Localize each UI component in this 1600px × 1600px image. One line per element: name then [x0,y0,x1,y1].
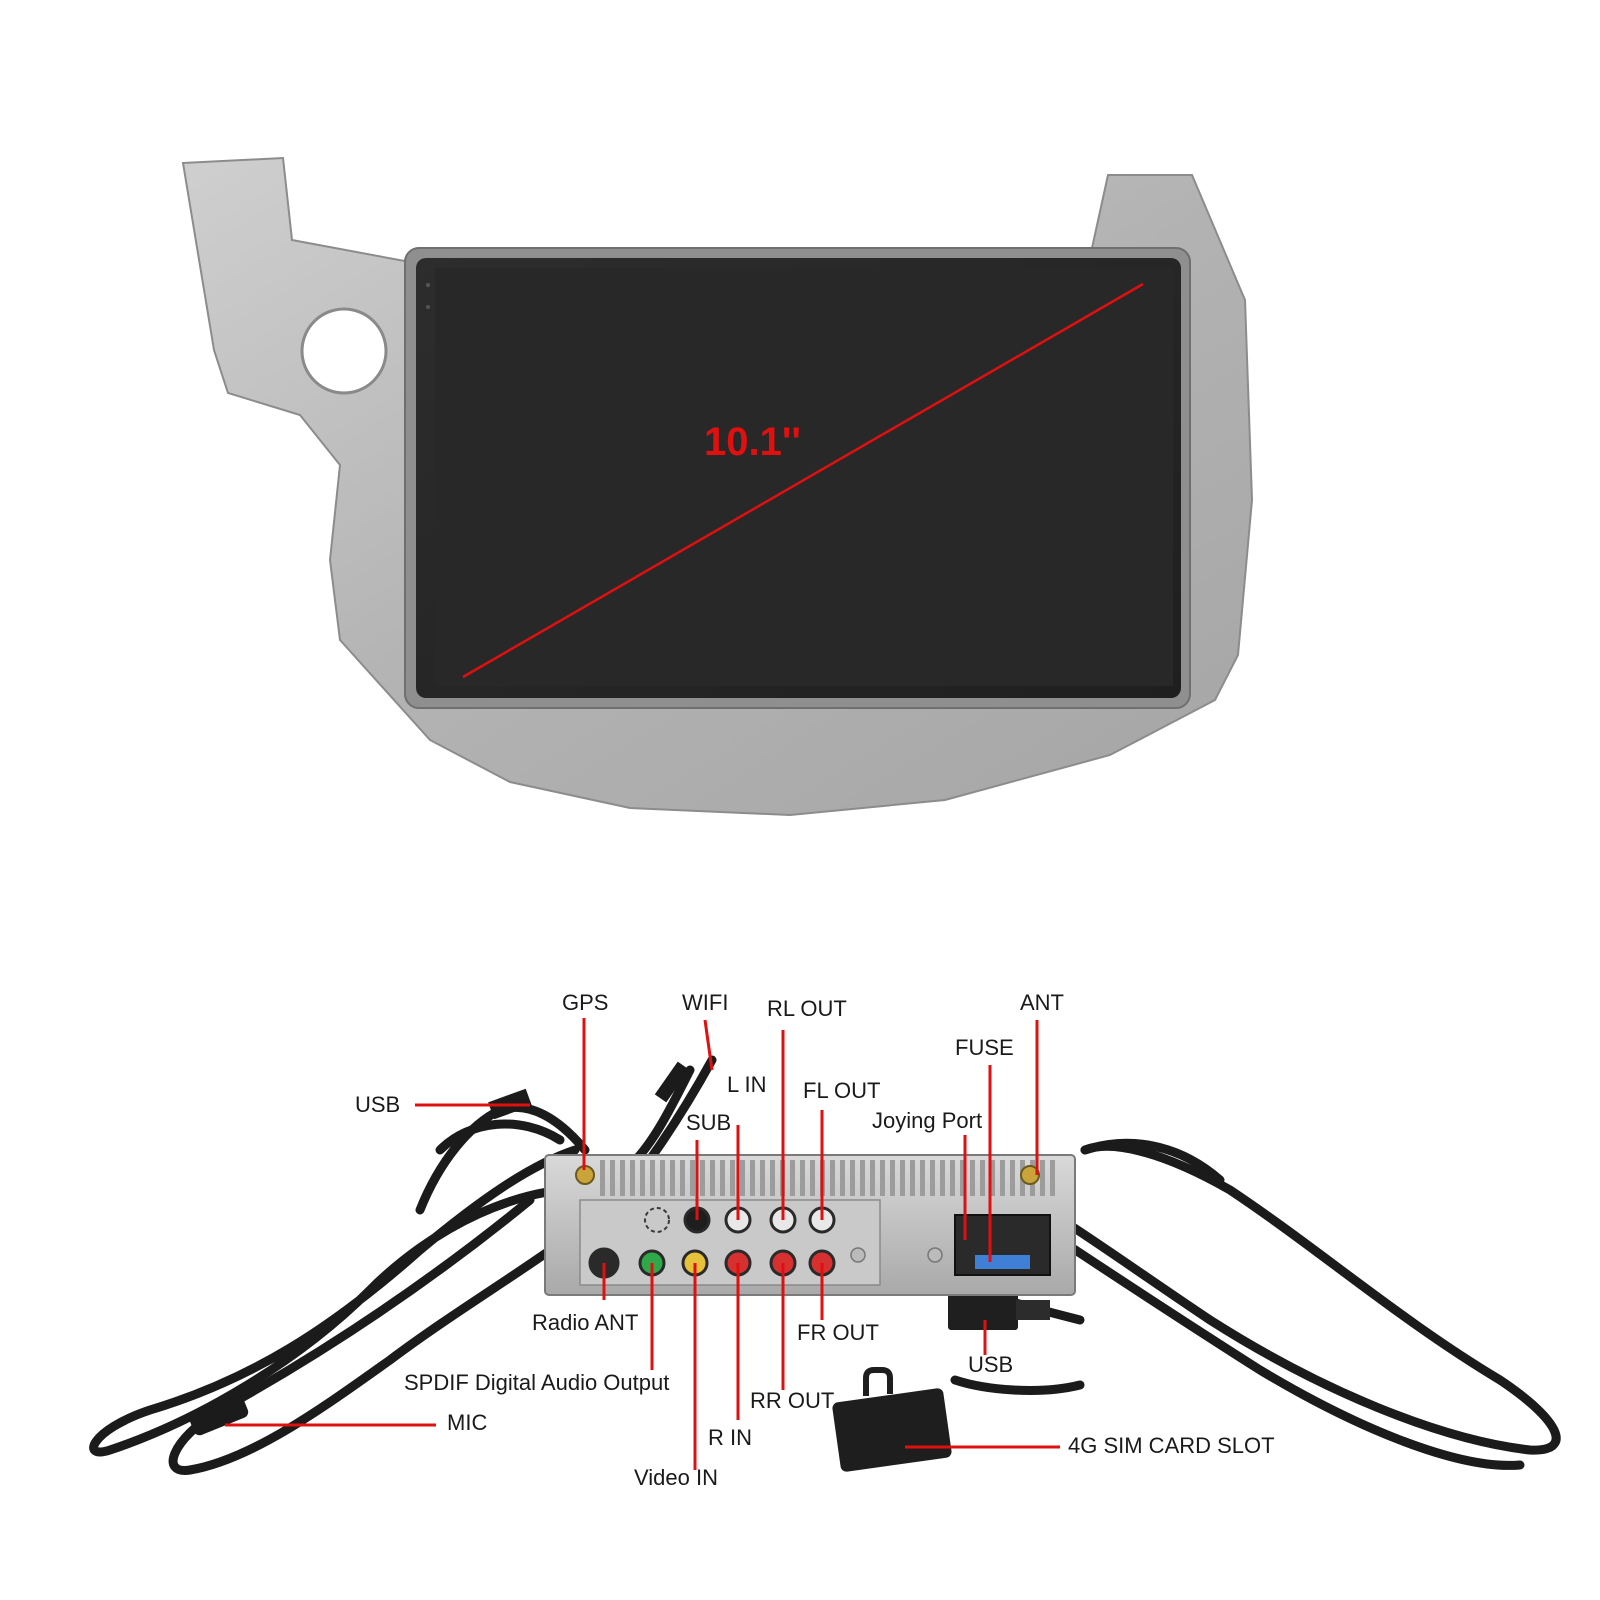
ant-connector [1020,1165,1040,1185]
heat-sink-fin [800,1160,805,1196]
heat-sink-fin [610,1160,615,1196]
heat-sink-fin [750,1160,755,1196]
heat-sink-fin [990,1160,995,1196]
heat-sink-fin [600,1160,605,1196]
label-sub: SUB [686,1110,731,1135]
label-fl-out: FL OUT [803,1078,880,1103]
label-radio-ant: Radio ANT [532,1310,638,1335]
heat-sink-fin [840,1160,845,1196]
usb-connector-tip [1016,1300,1050,1320]
diagonal-line [462,282,1144,679]
label-l-in: L IN [727,1072,767,1097]
aux-jack-icon [644,1207,670,1233]
label-rr-out: RR OUT [750,1388,834,1413]
heat-sink-fin [670,1160,675,1196]
screw-icon [850,1247,866,1263]
heat-sink-fin [730,1160,735,1196]
wifi-antenna-plug [654,1061,690,1103]
rear-panel-diagram: GPS WIFI RL OUT ANT FUSE USB L IN FL OUT… [89,990,1561,1490]
heat-sink-fin [760,1160,765,1196]
heat-sink-fin [870,1160,875,1196]
label-fuse: FUSE [955,1035,1014,1060]
heat-sink-fin [700,1160,705,1196]
heat-sink-fin [660,1160,665,1196]
label-usb-left: USB [355,1092,400,1117]
heat-sink-fin [1050,1160,1055,1196]
label-wifi: WIFI [682,990,728,1015]
heat-sink-fin [940,1160,945,1196]
knob-hole [300,307,388,395]
heat-sink-fin [630,1160,635,1196]
fuse-icon [975,1255,1030,1269]
screen-size-label: 10.1'' [704,420,801,464]
heat-sink-fin [690,1160,695,1196]
label-r-in: R IN [708,1425,752,1450]
heat-sink-fin [920,1160,925,1196]
heat-sink-fin [720,1160,725,1196]
screw-icon [927,1247,943,1263]
heat-sink-fin [930,1160,935,1196]
label-spdif: SPDIF Digital Audio Output [404,1370,669,1395]
heat-sink-fin [620,1160,625,1196]
usb-connector-right [948,1290,1018,1330]
heat-sink-fin [850,1160,855,1196]
heat-sink-fin [1010,1160,1015,1196]
label-usb-right: USB [968,1352,1013,1377]
heat-sink-fin [970,1160,975,1196]
heat-sink-fin [1000,1160,1005,1196]
heat-sink-fin [650,1160,655,1196]
heat-sink-fin [910,1160,915,1196]
heat-sink-fin [880,1160,885,1196]
status-led-icon [426,305,430,309]
port-labels: GPS WIFI RL OUT ANT FUSE USB L IN FL OUT… [355,990,1275,1490]
mic-plug [189,1396,249,1436]
heat-sink-fin [640,1160,645,1196]
status-led-icon [426,283,430,287]
heat-sink-fins [600,1160,1055,1196]
heat-sink-fin [680,1160,685,1196]
heat-sink-fin [830,1160,835,1196]
label-fr-out: FR OUT [797,1320,879,1345]
sim-card-box [832,1388,952,1472]
label-video-in: Video IN [634,1465,718,1490]
sim-card-tab [863,1367,893,1396]
heat-sink-fin [980,1160,985,1196]
heat-sink-fin [740,1160,745,1196]
heat-sink-fin [710,1160,715,1196]
heat-sink-fin [1040,1160,1045,1196]
leader-lines [225,1018,1060,1470]
label-ant: ANT [1020,990,1064,1015]
heat-sink-fin [810,1160,815,1196]
label-rl-out: RL OUT [767,996,847,1021]
label-gps: GPS [562,990,608,1015]
head-unit-front: 10.1'' [181,156,1254,817]
heat-sink-fin [950,1160,955,1196]
label-mic: MIC [447,1410,487,1435]
heat-sink-fin [960,1160,965,1196]
label-sim-slot: 4G SIM CARD SLOT [1068,1433,1275,1458]
label-joying-port: Joying Port [872,1108,982,1133]
heat-sink-fin [890,1160,895,1196]
heat-sink-fin [790,1160,795,1196]
heat-sink-fin [860,1160,865,1196]
heat-sink-fin [900,1160,905,1196]
heat-sink-fin [770,1160,775,1196]
